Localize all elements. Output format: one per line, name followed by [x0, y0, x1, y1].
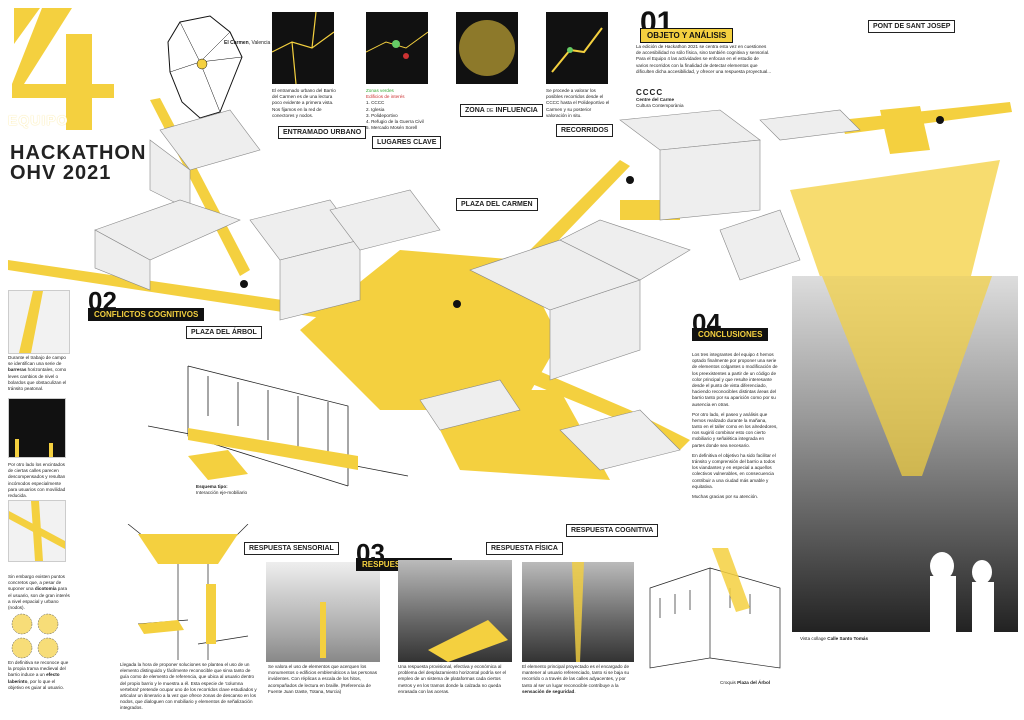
conclusion-p3: En definitiva el objetivo ha sido facili…: [692, 452, 776, 489]
recorridos-text: Se procede a valorar los posibles recorr…: [546, 88, 610, 118]
legend-item: 2. Iglesia: [366, 106, 385, 112]
section-03-text-cognitiva: El elemento principal proyectado es el e…: [522, 664, 636, 695]
section-03-text-fisica: Una respuesta provisional, efectiva y ec…: [398, 664, 507, 694]
legend-item: 3. Polideportivo: [366, 112, 398, 118]
locator-caption-rest: , Valencia: [248, 40, 271, 46]
photo-sensorial: [266, 562, 380, 662]
cognitiva-label: RESPUESTA COGNITIVA: [566, 524, 659, 537]
section-02-text2: Por otro lado los encintados de ciertas …: [8, 462, 66, 498]
schema-title: Esquema tipo:: [196, 484, 228, 489]
map-zona: [456, 12, 518, 84]
cccc-line1: Centre del Carme: [636, 97, 675, 102]
text3-post: para el usuario, son de gran interés a n…: [8, 586, 70, 610]
locator-caption: El Carmen, Valencia: [224, 40, 270, 47]
text1-pre: Durante el trabajo de campo se identific…: [8, 355, 66, 367]
lugares-label: LUGARES CLAVE: [372, 136, 442, 149]
text3-pre: Sin embargo existen puntos concretos que…: [8, 574, 65, 592]
zona-label-post: INFLUENCIA: [495, 107, 538, 114]
locator-caption-bold: El Carmen: [224, 40, 249, 46]
section-02-text3: Sin embargo existen puntos concretos que…: [8, 574, 70, 611]
sketch-column: [118, 523, 256, 660]
map-recorridos: [546, 12, 608, 84]
photo-cognitiva: [522, 562, 634, 662]
hackathon-title-2: OHV 2021: [10, 162, 112, 184]
conclusion-p2: Por otro lado, el paseo y análisis que h…: [692, 411, 778, 448]
cccc-logo: CCCC Centre del Carme Cultura Contemporà…: [636, 88, 684, 109]
cccc-line2: Cultura Contemporània: [636, 103, 684, 109]
collage-santo-tomas: [792, 276, 1018, 632]
section-03-text-sensorial: Se valora el uso de elementos que acerqu…: [268, 664, 378, 694]
team-label: EQUIPO: [8, 112, 69, 128]
conclusion-p4: Muchas gracias por su atención.: [692, 493, 759, 499]
section-04-body: Los tres integrantes del equipo 4 hemos …: [692, 352, 778, 500]
city-outline-graphic: [167, 15, 243, 119]
schema-sub: Interacción eje-mobiliario: [196, 490, 248, 496]
sketch-nodes: [8, 500, 66, 562]
text1-post: horizontales, como leves cambios de nive…: [8, 367, 67, 391]
entramado-label: ENTRAMADO URBANO: [278, 126, 367, 139]
croquis-bold: Plaza del Árbol: [737, 680, 771, 685]
photo-fisica: [398, 560, 512, 662]
locator-map: [160, 12, 250, 122]
section-02-text1: Durante el trabajo de campo se identific…: [8, 355, 70, 392]
section-04-title: CONCLUSIONES: [692, 328, 769, 341]
zona-label-mid: DE: [486, 108, 494, 114]
text4-pre: En definitiva se reconoce que la propia …: [8, 660, 69, 678]
sensorial-label: RESPUESTA SENSORIAL: [244, 542, 339, 555]
text1-bold: barreras: [8, 367, 27, 373]
cognitiva-post: .: [574, 688, 576, 694]
pont-sant-josep-label: PONT DE SANT JOSEP: [868, 20, 956, 33]
lugares-legend: Zonas verdes Edificios de interés 1. CCC…: [366, 88, 446, 131]
section-02-text4: En definitiva se reconoce que la propia …: [8, 660, 70, 691]
section-03-text-formal: Llegada la hora de proponer soluciones s…: [120, 662, 257, 711]
collage-bold: Calle Santo Tomás: [827, 636, 869, 641]
sketch-circles: [8, 612, 64, 660]
section-02-title: CONFLICTOS COGNITIVOS: [88, 308, 205, 321]
zona-label-pre: ZONA: [465, 107, 485, 114]
legend-item: Zonas verdes: [366, 88, 394, 93]
collage-pre: Vista collage: [800, 636, 828, 641]
fisica-label: RESPUESTA FÍSICA: [486, 542, 563, 555]
section-01-body: La edición de Hackathon 2021 se centra e…: [636, 44, 772, 74]
photo-curb: [8, 398, 66, 458]
zona-label: ZONA DE INFLUENCIA: [460, 104, 543, 117]
plaza-arbol-label: PLAZA DEL ÁRBOL: [186, 326, 262, 339]
croquis-pre: Croquis: [720, 680, 738, 685]
team-number-graphic: [12, 8, 114, 130]
text4-bold: efecto laberinto: [8, 672, 60, 684]
text4-post: , por lo que el objetivo es guiar al usu…: [8, 678, 64, 690]
legend-item: 4. Refugio de la Guerra Civil: [366, 118, 424, 124]
schema-caption: Esquema tipo: Interacción eje-mobiliario: [196, 484, 247, 496]
street-sketch: [147, 346, 418, 496]
sketch-barriers: [8, 290, 70, 354]
croquis-plaza-arbol: [640, 548, 790, 678]
entramado-text: El entramado urbano del Barrio del Carme…: [272, 88, 336, 118]
team-badge: EQUIPO: [4, 4, 122, 132]
plaza-carmen-label: PLAZA DEL CARMEN: [456, 198, 538, 211]
text3-bold: dicotomía: [34, 586, 57, 592]
cccc-mark: CCCC: [636, 88, 664, 97]
recorridos-label: RECORRIDOS: [556, 124, 614, 137]
map-lugares: [365, 12, 429, 84]
croquis-caption: Croquis Plaza del Árbol: [720, 680, 770, 686]
cognitiva-bold: sensación de seguridad: [522, 688, 575, 694]
collage-caption: Vista collage Calle Santo Tomás: [800, 636, 868, 642]
map-entramado: [271, 11, 335, 85]
cognitiva-pre: El elemento principal proyectado es el e…: [522, 664, 629, 688]
section-01-title: OBJETO Y ANÁLISIS: [640, 28, 734, 43]
legend-item: Edificios de interés: [366, 94, 405, 100]
legend-item: 1. CCCC: [366, 100, 385, 106]
hackathon-title-1: HACKATHON: [10, 142, 147, 164]
conclusion-p1: Los tres integrantes del equipo 4 hemos …: [692, 352, 778, 407]
legend-item: 5. Mercado Mosén Sorell: [366, 125, 418, 131]
